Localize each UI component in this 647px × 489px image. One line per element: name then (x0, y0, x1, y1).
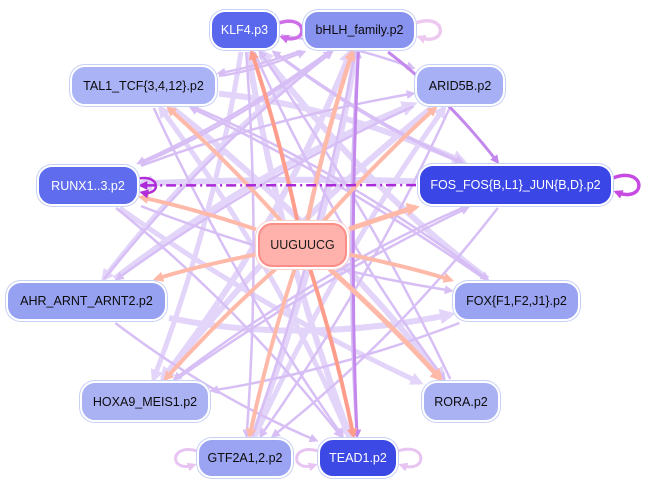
edge-RUNX1-RORA (118, 205, 424, 385)
edge-UUG-KLF4 (249, 49, 300, 222)
self-loop-TEAD1-left (295, 448, 319, 472)
self-loop-RUNX1-right (138, 176, 158, 199)
edge-TAL1-TEAD1 (152, 107, 345, 439)
edge-TAL1-FOX (195, 106, 490, 281)
edge-bHLH-RUNX1 (136, 50, 330, 165)
edge-UUG-RUNX1 (137, 193, 257, 232)
edge-bHLH-AHR (101, 50, 332, 283)
edge-UUG-RORA (327, 267, 444, 382)
edge-UUG-TEAD1 (308, 268, 358, 440)
tf-node-GTF2A[interactable]: GTF2A1,2.p2 (197, 438, 293, 478)
tf-node-AHR[interactable]: AHR_ARNT_ARNT2.p2 (6, 281, 167, 321)
edge-KLF4-RORA (253, 51, 446, 382)
tf-node-TAL1[interactable]: TAL1_TCF{3,4,12}.p2 (70, 65, 217, 106)
edge-RORA-KLF4 (258, 49, 452, 380)
tf-node-ARID5B[interactable]: ARID5B.p2 (415, 65, 505, 106)
edge-KLF4-GTF2A (242, 51, 255, 439)
edge-AHR-ARID5B (112, 101, 418, 282)
tf-node-KLF4[interactable]: KLF4.p3 (210, 10, 279, 50)
edge-AHR-bHLH (103, 50, 334, 280)
edge-UUG-bHLH (305, 48, 356, 222)
tf-node-RORA[interactable]: RORA.p2 (422, 381, 500, 422)
tf-node-FOS[interactable]: FOS_FOS{B,L1}_JUN{B,D}.p2 (418, 164, 613, 206)
self-loop-KLF4-right (278, 19, 304, 44)
edge-UUG-ARID5B (322, 105, 438, 223)
tf-node-HOXA9[interactable]: HOXA9_MEIS1.p2 (80, 381, 210, 422)
edge-AHR-FOX (168, 308, 456, 334)
edge-FOS-KLF4 (271, 50, 461, 164)
edge-FOS-HOXA9 (172, 206, 463, 381)
edge-HOXA9-FOS (176, 206, 470, 381)
tf-node-FOX[interactable]: FOX{F1,F2,J1}.p2 (453, 281, 580, 321)
tf-node-bHLH[interactable]: bHLH_family.p2 (303, 10, 416, 50)
edge-UUG-FOS (348, 202, 420, 232)
edge-UUG-FOX (348, 252, 454, 283)
tf-node-RUNX1[interactable]: RUNX1..3.p2 (37, 165, 139, 206)
self-loop-TEAD1-right (397, 447, 423, 472)
edge-ARID5B-GTF2A (259, 107, 451, 439)
edge-RUNX1-bHLH (140, 50, 333, 165)
edge-bHLH-TEAD1 (351, 51, 362, 439)
edge-UUG-TAL1 (166, 105, 283, 223)
tf-node-TEAD1[interactable]: TEAD1.p2 (318, 438, 398, 478)
center-motif-node-UUG[interactable]: UUGUUCG (258, 223, 347, 267)
self-loop-FOS-right (612, 173, 641, 199)
self-loop-bHLH-right (415, 19, 443, 44)
edge-ARID5B-AHR (114, 105, 414, 281)
edge-UUG-GTF2A (246, 268, 297, 440)
edge-UUG-HOXA9 (163, 267, 277, 382)
self-loop-GTF2A-left (174, 448, 198, 472)
edge-UUG-AHR (152, 252, 257, 282)
edge-FOX-TAL1 (188, 106, 486, 281)
